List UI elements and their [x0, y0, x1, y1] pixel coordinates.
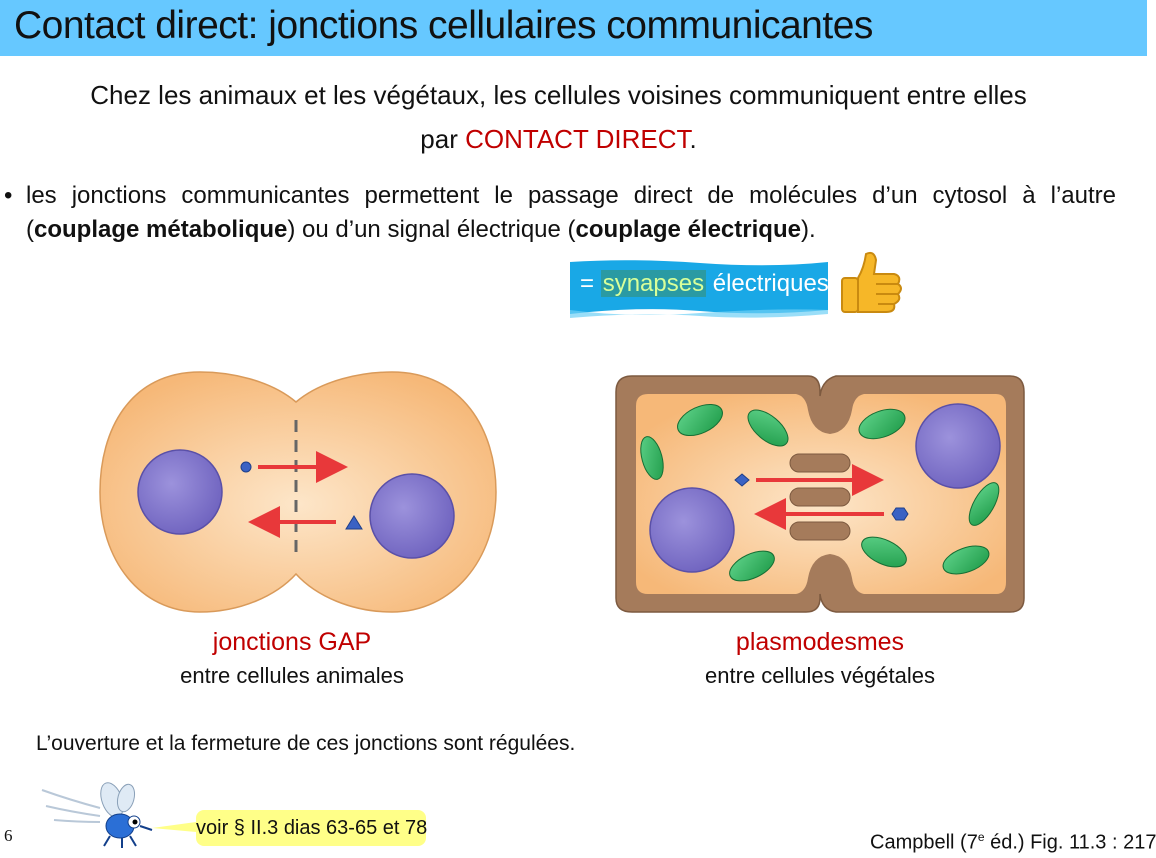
synapses-highlight: synapses: [600, 270, 707, 297]
page-number: 6: [4, 826, 13, 845]
plant-nucleus-right: [915, 403, 1001, 489]
electrical-coupling-term: couplage électrique: [575, 216, 801, 243]
slide-title: Contact direct: jonctions cellulaires co…: [14, 4, 873, 47]
title-bar: Contact direct: jonctions cellulaires co…: [0, 0, 1147, 56]
chloroplast: [729, 550, 775, 582]
bullet-text-a: (: [26, 216, 34, 243]
bullet-line-1: les jonctions communicantes permettent l…: [26, 182, 1116, 209]
contact-direct-highlight: CONTACT DIRECT: [465, 124, 690, 154]
thumbs-up-icon: [841, 251, 902, 313]
synapse-text: = synapses électriques: [580, 270, 829, 298]
molecule-triangle: [345, 515, 363, 530]
reference-citation: Campbell (7e éd.) Fig. 11.3 : 217: [870, 830, 1156, 855]
intro-line-2: par CONTACT DIRECT.: [0, 124, 1117, 155]
synapse-banner: = synapses électriques: [570, 258, 829, 318]
reference-sup: e: [977, 830, 985, 844]
chloroplast: [861, 536, 907, 568]
chloroplast: [747, 409, 789, 447]
plasmodesma-2: [789, 487, 851, 507]
gap-junctions-caption: jonctions GAP: [212, 628, 372, 656]
plant-cells-caption: entre cellules végétales: [705, 663, 935, 688]
animal-cells-figure: [99, 371, 497, 613]
bullet-text-c: ).: [800, 216, 816, 243]
intro-line-1: Chez les animaux et les végétaux, les ce…: [90, 80, 1027, 110]
synapse-eq: =: [580, 270, 601, 297]
voir-note: voir § II.3 dias 63-65 et 78: [196, 810, 427, 846]
bullet-text-b: ) ou d’un signal électrique (: [287, 216, 576, 243]
chloroplast: [677, 403, 723, 437]
plasmodesmata-caption: plasmodesmes: [735, 628, 905, 656]
plant-cells-figure: [615, 375, 1025, 613]
bullet-line-2: (couplage métabolique) ou d’un signal él…: [26, 216, 816, 244]
chloroplast: [640, 436, 664, 480]
regulation-text: L’ouverture et la fermeture de ces jonct…: [36, 732, 576, 755]
plant-nucleus-left: [649, 487, 735, 573]
reference-suffix: éd.) Fig. 11.3 : 217: [984, 831, 1156, 854]
synapse-rest: électriques: [706, 270, 829, 297]
intro-prefix: par: [420, 124, 466, 154]
plasmodesma-1: [789, 453, 851, 473]
mosquito-icon: [41, 782, 196, 848]
molecule-hexagon: [891, 507, 909, 521]
metabolic-coupling-term: couplage métabolique: [34, 216, 288, 243]
intro-suffix: .: [689, 124, 697, 154]
animal-cells-caption: entre cellules animales: [180, 663, 404, 688]
bullet-marker: •: [4, 182, 13, 209]
nucleus-right: [369, 473, 455, 559]
chloroplast: [942, 545, 990, 575]
chloroplast: [858, 408, 906, 440]
molecule-diamond: [734, 473, 750, 487]
chloroplast: [968, 482, 1000, 526]
nucleus-left: [137, 449, 223, 535]
plasmodesma-3: [789, 521, 851, 541]
molecule-circle: [240, 461, 252, 473]
reference-prefix: Campbell (7: [870, 831, 978, 854]
